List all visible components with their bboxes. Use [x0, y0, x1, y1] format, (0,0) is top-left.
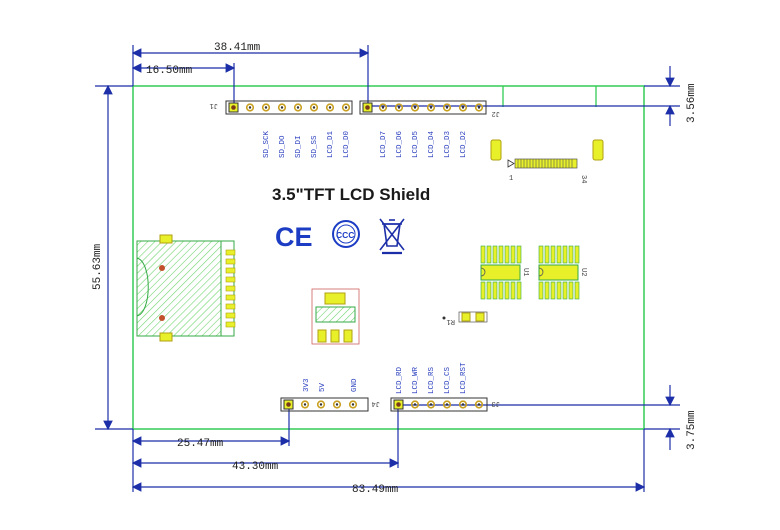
pin-label: GND: [351, 378, 359, 392]
chip-u2: [538, 245, 580, 300]
svg-text:CCC: CCC: [336, 230, 354, 240]
dim-left-height: 55.63mm: [92, 243, 104, 290]
pin-label: LCD_D2: [460, 131, 468, 158]
header-j4: [280, 397, 369, 412]
dimension-lines: [95, 45, 680, 492]
header-j2: [359, 100, 487, 115]
voltage-regulator: [311, 288, 360, 345]
ccc-mark-icon: CCC: [332, 220, 360, 248]
board-title: 3.5"TFT LCD Shield: [272, 185, 430, 204]
dim-right-bottom: 3.75mm: [686, 410, 698, 450]
header-j1-label: J1: [210, 101, 218, 109]
dim-top-16: 16.50mm: [146, 65, 193, 77]
pin-label: LCD_CS: [444, 366, 452, 394]
fpc-pin-first: 1: [509, 175, 513, 183]
chip-u1-label: U1: [521, 268, 529, 276]
pin-label: SD_SCK: [263, 130, 271, 158]
dim-right-top: 3.56mm: [686, 83, 698, 123]
pin-label: 3V3: [303, 378, 311, 392]
fiducial-dot: [442, 316, 446, 320]
chip-u2-label: U2: [579, 268, 587, 276]
pin-label: SD_SS: [311, 135, 319, 158]
dim-bottom-83: 83.49mm: [352, 484, 399, 496]
resistor-r1-label: R1: [447, 317, 455, 325]
pin-label: LCD_D0: [343, 130, 351, 158]
pin-label: LCD_D7: [380, 131, 388, 158]
pin-label: LCD_D5: [412, 130, 420, 158]
weee-bin-icon: [379, 218, 405, 255]
pin-label: LCD_D3: [444, 130, 452, 158]
chip-u1: [480, 245, 522, 300]
header-j1: [225, 100, 353, 115]
dim-top-38: 38.41mm: [214, 42, 261, 54]
resistor-r1: [458, 311, 488, 323]
header-j2-label: J2: [492, 109, 500, 117]
ce-mark-icon: CE: [275, 222, 313, 252]
pin-label: LCD_D4: [428, 130, 436, 158]
pin-label: LCD_RD: [396, 366, 404, 394]
dim-bottom-25: 25.47mm: [177, 438, 224, 450]
svg-text:CE: CE: [275, 222, 313, 252]
header-j3-label: J3: [492, 399, 500, 407]
pin-label: LCD_WR: [412, 366, 420, 394]
pin-label: LCD_RS: [428, 366, 436, 394]
pin-label: 5V: [319, 382, 327, 392]
header-j3: [390, 397, 488, 412]
pin-label: LCD_RST: [460, 362, 468, 394]
pin-label: SD_DO: [279, 135, 287, 158]
pin-label: SD_DI: [295, 135, 303, 158]
pin-label: LCD_D1: [327, 130, 335, 158]
pin-label: LCD_D6: [396, 130, 404, 158]
header-j4-label: J4: [372, 399, 380, 407]
sd-card-slot: [136, 234, 236, 342]
fpc-pin-last: 34: [579, 175, 587, 183]
fpc-connector: [490, 139, 604, 169]
dim-bottom-43: 43.30mm: [232, 461, 279, 473]
